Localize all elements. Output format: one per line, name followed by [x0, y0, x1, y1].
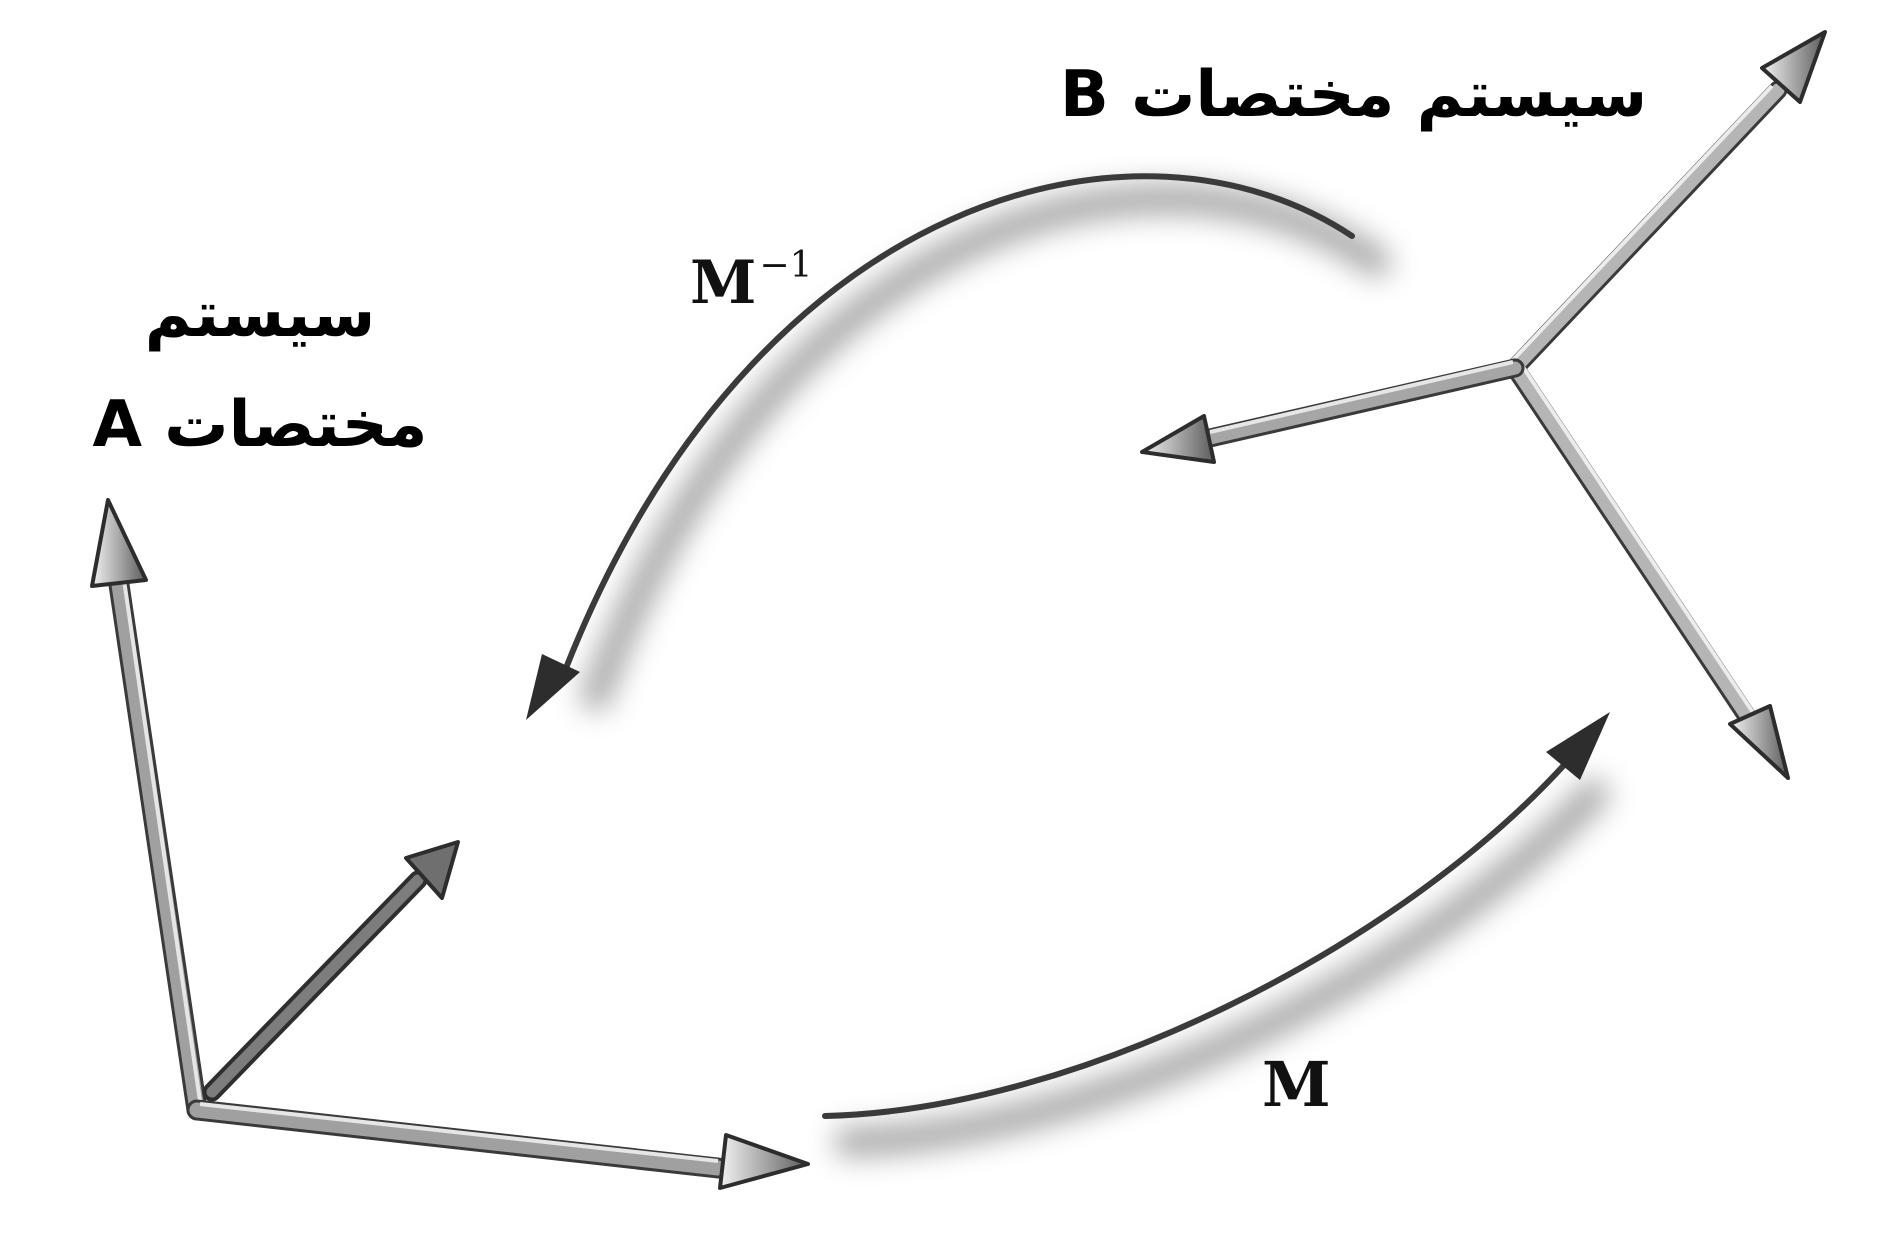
system-b-axis-up-right-arrowhead	[1760, 30, 1827, 104]
coordinate-system-a	[90, 498, 810, 1190]
system-b-axis-down-right	[1505, 358, 1790, 780]
coordinate-system-b	[1140, 30, 1827, 780]
system-a-axis-diagonal	[202, 840, 460, 1102]
system-a-axis-up-arrowhead	[90, 498, 148, 588]
system-a-axis-diagonal-arrowhead	[404, 840, 460, 900]
inverse-transform-label-base: M	[690, 248, 757, 318]
inverse-transform-arrow	[526, 173, 1391, 720]
system-b-axis-left	[1140, 358, 1525, 464]
forward-transform-arrow	[822, 712, 1610, 1157]
forward-transform-label: M	[1262, 1048, 1331, 1121]
inverse-transform-label-exponent: −1	[759, 245, 813, 286]
system-a-label-line1: سیستم	[144, 278, 376, 352]
system-b-axis-left-arrowhead	[1140, 414, 1216, 464]
system-a-label-line2: مختصات A	[92, 388, 428, 462]
system-b-label: سیستم مختصات B	[1060, 58, 1648, 132]
inverse-transform-label: M−1	[690, 245, 813, 318]
system-a-axis-up	[90, 498, 208, 1121]
system-a-axis-right-arrowhead	[718, 1133, 810, 1190]
system-a-label: سیستم مختصات A	[90, 260, 430, 480]
inverse-transform-arrowhead	[526, 654, 580, 720]
system-a-axis-right	[186, 1099, 810, 1190]
system-b-axis-down-right-arrowhead	[1728, 704, 1790, 780]
forward-transform-arrowhead	[1546, 712, 1610, 780]
system-b-axis-up-right	[1505, 30, 1827, 378]
